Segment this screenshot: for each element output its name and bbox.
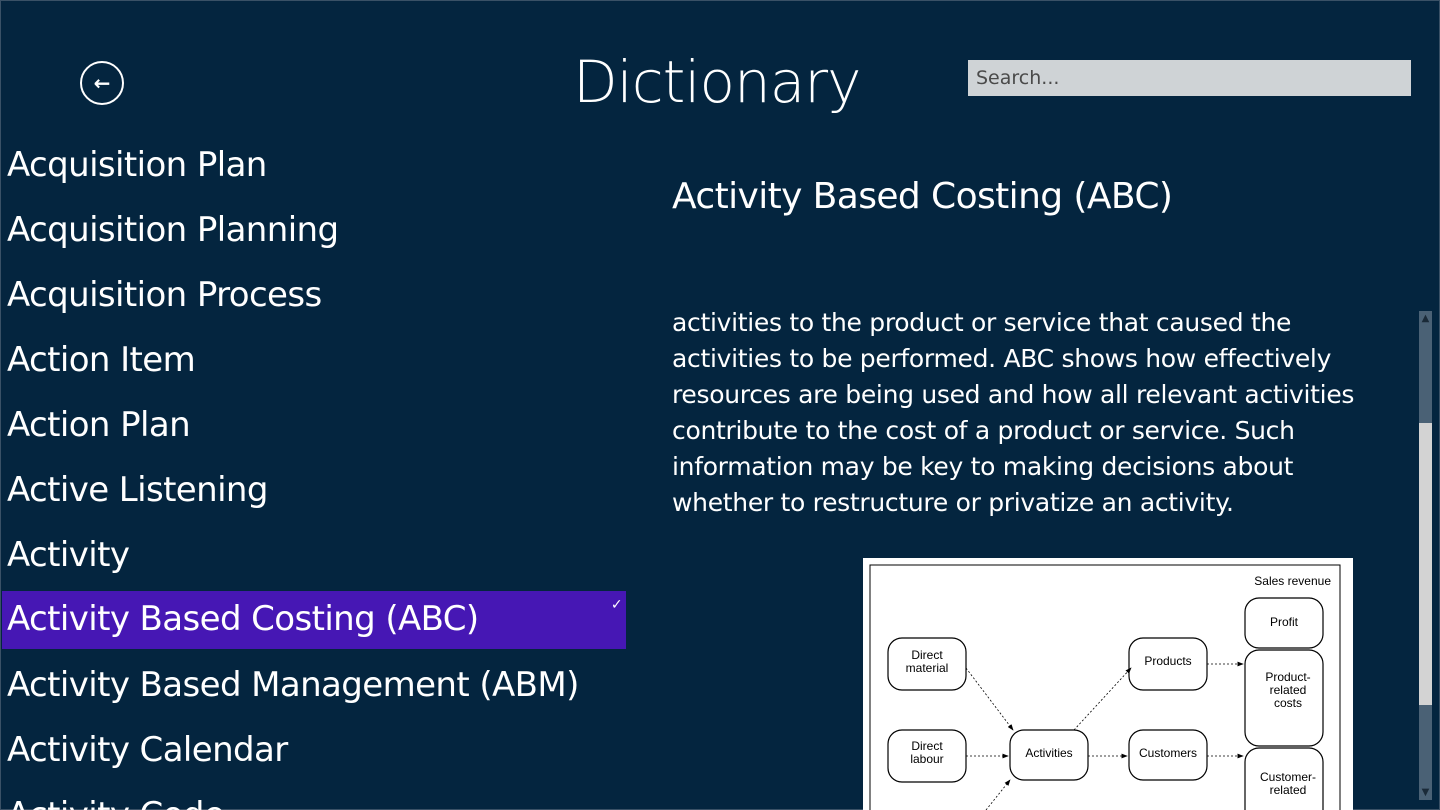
back-button[interactable]: ← bbox=[80, 61, 124, 105]
label-activities: Activities bbox=[1025, 746, 1072, 760]
term-title: Activity Based Costing (ABC) bbox=[672, 176, 1173, 217]
term-definition: activities to the product or service tha… bbox=[672, 308, 1355, 517]
page-title: Dictionary bbox=[573, 48, 861, 116]
search-input[interactable] bbox=[968, 60, 1411, 96]
list-item-label: Acquisition Planning bbox=[7, 210, 339, 250]
list-item[interactable]: Acquisition Planning bbox=[2, 198, 626, 263]
label-direct-material: Direct bbox=[911, 648, 943, 662]
list-item-label: Activity Based Costing (ABC) bbox=[7, 599, 479, 639]
label-product-costs-3: costs bbox=[1274, 696, 1302, 710]
label-direct-labour-2: labour bbox=[910, 752, 943, 766]
scroll-down-icon[interactable]: ▼ bbox=[1421, 787, 1430, 798]
scrollbar-thumb[interactable] bbox=[1419, 423, 1432, 705]
list-item[interactable]: Acquisition Plan bbox=[2, 133, 626, 198]
scroll-up-icon[interactable]: ▲ bbox=[1421, 313, 1430, 324]
label-product-costs: Product- bbox=[1265, 670, 1310, 684]
label-direct-labour: Direct bbox=[911, 739, 943, 753]
label-direct-material-2: material bbox=[906, 661, 949, 675]
check-icon: ✓ bbox=[610, 597, 623, 613]
label-product-costs-2: related bbox=[1270, 683, 1307, 697]
list-item-label: Activity Code bbox=[7, 795, 225, 810]
list-item-label: Activity Based Management (ABM) bbox=[7, 665, 579, 705]
list-item[interactable]: Action Plan bbox=[2, 393, 626, 458]
arrow-left-icon: ← bbox=[93, 71, 111, 95]
list-item[interactable]: Active Listening bbox=[2, 458, 626, 523]
label-sales-revenue: Sales revenue bbox=[1254, 574, 1331, 588]
label-profit: Profit bbox=[1270, 615, 1299, 629]
list-item[interactable]: Action Item bbox=[2, 328, 626, 393]
list-item[interactable]: Acquisition Process bbox=[2, 263, 626, 328]
detail-scrollbar[interactable]: ▲ ▼ bbox=[1419, 311, 1432, 800]
list-item[interactable]: Activity Code bbox=[2, 783, 626, 810]
label-customer-costs: Customer- bbox=[1260, 770, 1316, 784]
list-item[interactable]: Activity bbox=[2, 523, 626, 588]
list-item[interactable]: Activity Based Management (ABM) bbox=[2, 653, 626, 718]
label-products: Products bbox=[1144, 654, 1191, 668]
label-customer-costs-2: related bbox=[1270, 783, 1307, 797]
list-item-label: Action Plan bbox=[7, 405, 191, 445]
list-item-label: Action Item bbox=[7, 340, 196, 380]
label-customers: Customers bbox=[1139, 746, 1197, 760]
abc-diagram: Sales revenue Profit Direct material Dir… bbox=[863, 558, 1353, 810]
list-item-label: Acquisition Plan bbox=[7, 145, 267, 185]
list-item[interactable]: Activity Calendar bbox=[2, 718, 626, 783]
list-item-label: Acquisition Process bbox=[7, 275, 322, 315]
list-item-label: Activity bbox=[7, 535, 130, 575]
list-item[interactable]: Activity Based Costing (ABC) ✓ bbox=[2, 591, 626, 649]
list-item-label: Activity Calendar bbox=[7, 730, 288, 770]
list-item-label: Active Listening bbox=[7, 470, 268, 510]
